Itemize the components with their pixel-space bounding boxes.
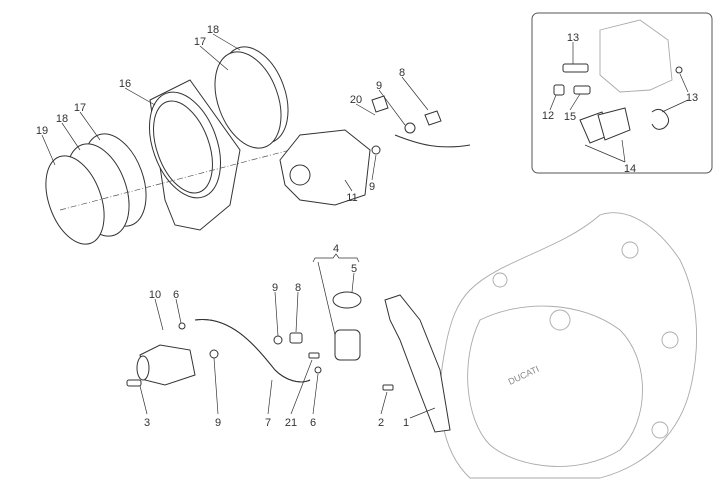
callout-21: 21 — [285, 417, 297, 429]
master-cylinder-assembly — [126, 291, 451, 433]
callout-8: 8 — [399, 67, 405, 79]
slave-cylinder-caliper — [279, 95, 471, 206]
callouts-top: 18 17 16 17 18 19 20 9 8 9 11 — [36, 24, 429, 204]
callout-17: 17 — [74, 102, 86, 114]
callout-1: 1 — [403, 417, 409, 429]
callout-3: 3 — [144, 417, 150, 429]
callout-5: 5 — [351, 263, 357, 275]
callout-18: 18 — [56, 113, 68, 125]
callout-7: 7 — [265, 417, 271, 429]
callout-11: 11 — [346, 192, 357, 204]
callout-20: 20 — [350, 94, 362, 106]
callout-14: 14 — [624, 163, 636, 175]
callout-12: 12 — [542, 110, 554, 122]
callout-9: 9 — [272, 282, 278, 294]
callout-10: 10 — [149, 289, 161, 301]
callouts-bottom: 4 5 10 6 9 8 3 9 7 21 6 2 1 — [139, 243, 436, 429]
callout-9: 9 — [376, 80, 382, 92]
callout-13: 13 — [567, 32, 579, 44]
callout-17: 17 — [194, 36, 206, 48]
callout-4: 4 — [333, 243, 339, 255]
callout-9: 9 — [369, 181, 375, 193]
callout-9: 9 — [215, 417, 221, 429]
callout-16: 16 — [119, 78, 131, 90]
callout-18: 18 — [207, 24, 219, 36]
callout-19: 19 — [36, 125, 48, 137]
callout-6: 6 — [310, 417, 316, 429]
callout-13: 13 — [686, 92, 698, 104]
callout-8: 8 — [295, 282, 301, 294]
callout-15: 15 — [564, 111, 576, 123]
engine-cover: DUCATI — [439, 212, 698, 479]
callouts-inset: 13 12 15 13 14 — [542, 32, 698, 175]
inset-panel — [531, 12, 713, 174]
piston-rings-and-bracket — [45, 46, 291, 245]
callout-2: 2 — [378, 417, 384, 429]
callout-6: 6 — [173, 289, 179, 301]
